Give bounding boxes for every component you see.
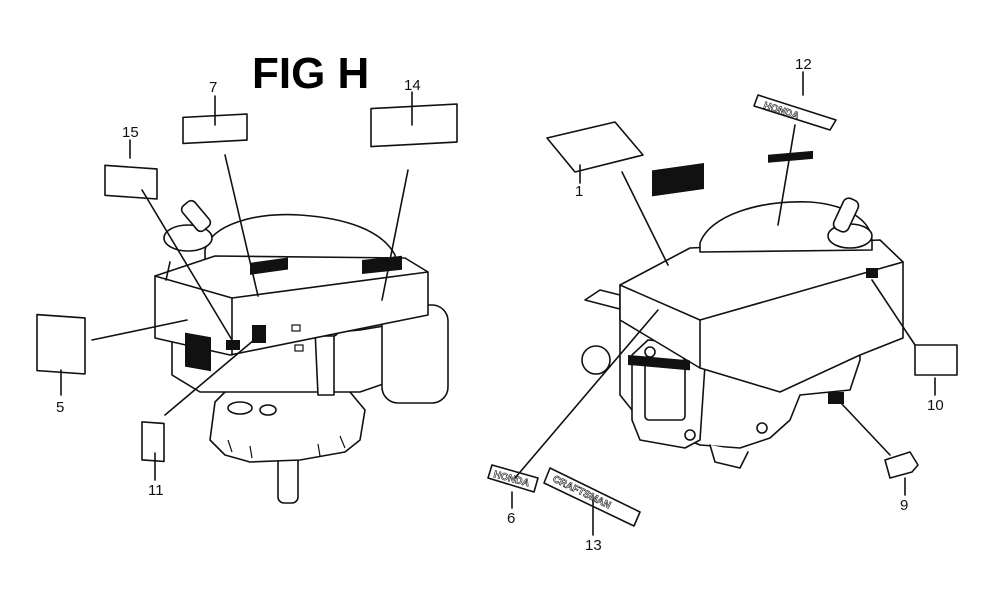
callout-12: 12 [795, 56, 812, 73]
label-15-on-engine [226, 340, 240, 350]
bolt-1 [644, 346, 656, 358]
label-10-on-engine [866, 268, 878, 278]
fuel-cap [180, 199, 212, 233]
valve-cover-plate [644, 361, 686, 421]
label-12-on-engine [768, 150, 813, 163]
label-part-5 [36, 313, 86, 375]
label-7-on-engine [250, 257, 288, 275]
leader-12b [777, 124, 796, 226]
label-part-13 [543, 467, 641, 527]
label-part-10 [914, 344, 958, 376]
fuel-cap-right [832, 197, 860, 233]
base-fins [227, 435, 346, 459]
left-loose-labels [36, 103, 458, 463]
label-5-on-engine [185, 332, 211, 372]
callout-7: 7 [209, 79, 217, 96]
leader-6 [514, 309, 659, 479]
crankshaft [277, 454, 299, 504]
left-engine [154, 199, 449, 504]
base-boss [227, 401, 253, 415]
leader-7b [224, 154, 259, 297]
sump-drain [709, 444, 749, 469]
label-part-6 [487, 464, 539, 493]
label-part-11 [141, 421, 165, 463]
leader-1b [621, 171, 669, 266]
callout-6: 6 [507, 510, 515, 527]
label-11-on-engine [252, 325, 266, 343]
callout-1: 1 [575, 183, 583, 200]
label-1-on-engine [652, 163, 704, 197]
dipstick-tube [314, 329, 335, 396]
figure-title: FIG H [252, 49, 369, 98]
callout-9: 9 [900, 497, 908, 514]
label-part-9 [884, 451, 919, 479]
leader-15b [141, 189, 233, 341]
leader-5 [91, 319, 188, 341]
callout-15: 15 [122, 124, 139, 141]
shroud-tab [291, 324, 301, 332]
block-boss [581, 345, 611, 375]
label-part-15 [104, 164, 158, 200]
callout-13: 13 [585, 537, 602, 554]
shroud-dome [204, 213, 396, 263]
leader-14b [381, 169, 409, 301]
base-boss-small [259, 404, 277, 416]
callout-14: 14 [404, 77, 421, 94]
label-9-on-engine [828, 392, 844, 404]
shroud-tab-2 [294, 344, 304, 352]
right-leader-lines [511, 71, 936, 536]
tank-edge [165, 261, 171, 281]
decal-text-craftsman: CRAFTSMAN [551, 474, 613, 512]
callout-10: 10 [927, 397, 944, 414]
leader-10b [871, 279, 916, 346]
label-part-14 [370, 103, 458, 148]
callout-numbers: 7 14 15 5 11 1 12 10 9 6 13 [56, 56, 944, 554]
callout-11: 11 [148, 482, 164, 499]
callout-5: 5 [56, 399, 64, 416]
right-loose-labels: HONDA HONDA CRAFTSMAN [487, 94, 958, 527]
bolt-4 [756, 422, 768, 434]
leader-11 [164, 339, 255, 416]
label-14-on-engine [362, 255, 402, 274]
label-part-12 [753, 94, 837, 131]
left-leader-lines [60, 91, 413, 481]
label-6-on-engine [628, 354, 690, 371]
engine-base [209, 383, 366, 463]
label-part-1 [546, 121, 644, 173]
bolt-3 [684, 429, 696, 441]
right-engine [581, 150, 904, 469]
leader-9 [839, 401, 891, 456]
